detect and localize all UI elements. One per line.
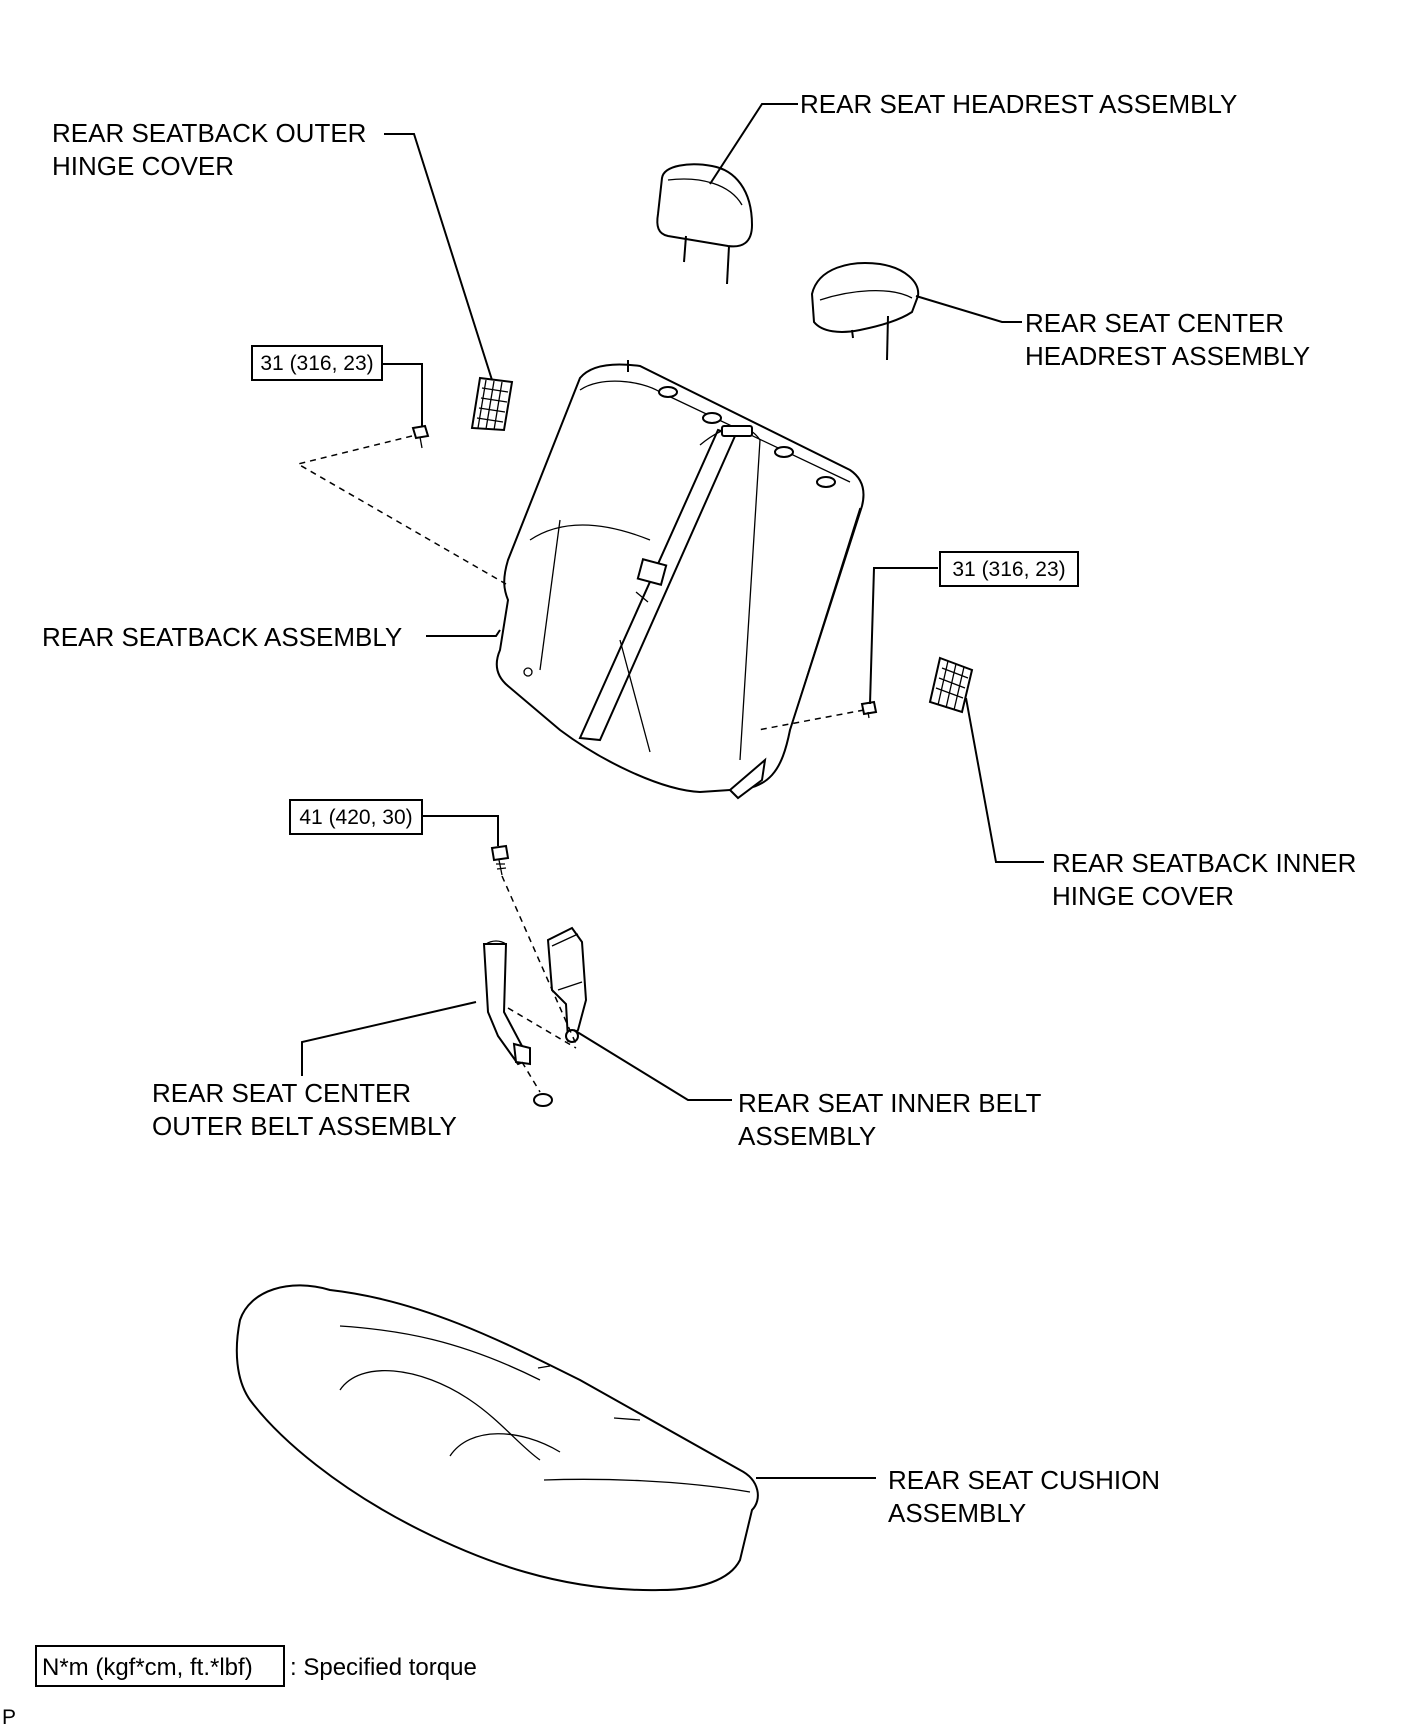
torque-value-right: 31 (316, 23) xyxy=(952,558,1065,581)
corner-mark: P xyxy=(2,1706,16,1729)
rear-seat-inner-belt xyxy=(546,926,588,1043)
left-hinge-bolt xyxy=(411,424,430,449)
label-outer-hinge-cover-line1: REAR SEATBACK OUTER xyxy=(52,118,366,148)
label-inner-hinge-cover-line2: HINGE COVER xyxy=(1052,881,1234,911)
label-seatback: REAR SEATBACK ASSEMBLY xyxy=(42,622,402,652)
torque-callout-right: 31 (316, 23) xyxy=(939,551,1079,587)
torque-value-belt: 41 (420, 30) xyxy=(299,806,412,829)
label-inner-belt-line1: REAR SEAT INNER BELT xyxy=(738,1088,1042,1118)
assembly-dashed-lines xyxy=(296,435,865,1093)
rear-seat-center-outer-belt xyxy=(482,940,553,1107)
torque-legend: N*m (kgf*cm, ft.*lbf) : Specified torque xyxy=(35,1645,477,1687)
label-center-headrest-line1: REAR SEAT CENTER xyxy=(1025,308,1284,338)
torque-callout-left: 31 (316, 23) xyxy=(251,345,383,381)
rear-seat-cushion xyxy=(235,1284,759,1592)
label-headrest: REAR SEAT HEADREST ASSEMBLY xyxy=(800,89,1237,119)
label-center-headrest-line2: HEADREST ASSEMBLY xyxy=(1025,341,1310,371)
legend-unit: N*m (kgf*cm, ft.*lbf) xyxy=(42,1654,253,1681)
label-outer-hinge-cover-line2: HINGE COVER xyxy=(52,151,234,181)
rear-seatback-outer-hinge-cover xyxy=(470,376,514,432)
label-center-outer-belt-line1: REAR SEAT CENTER xyxy=(152,1078,411,1108)
rear-seatback-inner-hinge-cover xyxy=(928,656,974,714)
label-inner-belt-line2: ASSEMBLY xyxy=(738,1121,876,1151)
torque-value-left: 31 (316, 23) xyxy=(260,352,373,375)
label-center-outer-belt-line2: OUTER BELT ASSEMBLY xyxy=(152,1111,457,1141)
label-inner-hinge-cover-line1: REAR SEATBACK INNER xyxy=(1052,848,1356,878)
rear-seatback xyxy=(495,360,865,800)
torque-callout-belt: 41 (420, 30) xyxy=(289,799,423,835)
rear-seat-center-headrest xyxy=(810,262,920,361)
belt-anchor-bolt xyxy=(490,844,510,876)
legend-description: : Specified torque xyxy=(290,1654,477,1681)
leader-lines xyxy=(301,103,1044,1479)
right-hinge-bolt xyxy=(860,700,878,719)
label-cushion-line2: ASSEMBLY xyxy=(888,1498,1026,1528)
label-cushion-line1: REAR SEAT CUSHION xyxy=(888,1465,1160,1495)
rear-seat-headrest xyxy=(656,163,754,285)
